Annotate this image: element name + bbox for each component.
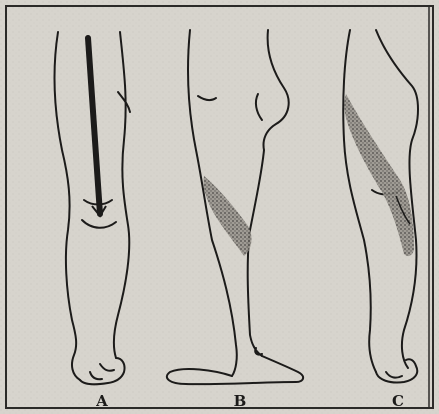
panel-b-label: B: [234, 392, 247, 410]
panel-c-label: C: [392, 392, 404, 410]
panel-a-label: A: [96, 392, 108, 410]
